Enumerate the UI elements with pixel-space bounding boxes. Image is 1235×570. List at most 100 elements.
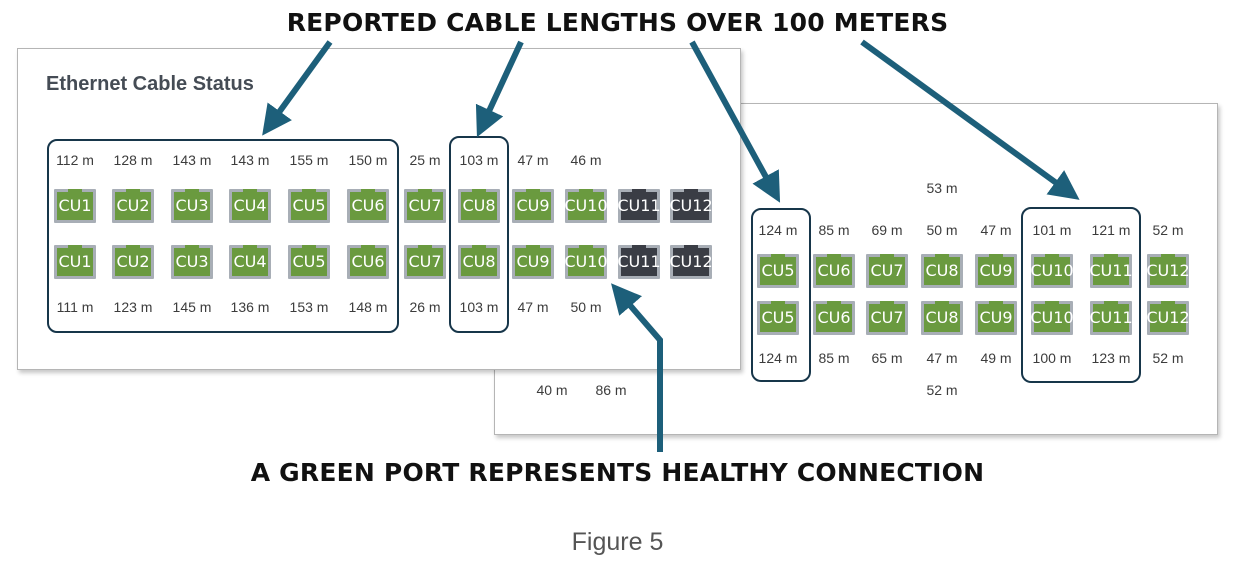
port-label: CU5 <box>292 252 326 271</box>
ethernet-port-cu12[interactable]: CU12 <box>669 245 713 279</box>
cable-length: 121 m <box>1091 222 1131 238</box>
ethernet-port-icon <box>1093 254 1129 285</box>
ethernet-port-cu3[interactable]: CU3 <box>171 245 213 279</box>
ethernet-port-cu10[interactable]: CU10 <box>1030 301 1074 335</box>
ethernet-port-icon <box>673 189 709 220</box>
ethernet-port-cu4[interactable]: CU4 <box>229 189 271 223</box>
port-label: CU12 <box>669 252 713 271</box>
cable-length: 145 m <box>172 299 212 315</box>
cable-length: 65 m <box>871 350 903 366</box>
ethernet-port-cu2[interactable]: CU2 <box>112 245 154 279</box>
cable-length: 53 m <box>926 180 958 196</box>
ethernet-port-cu7[interactable]: CU7 <box>404 245 446 279</box>
ethernet-port-cu6[interactable]: CU6 <box>813 254 855 288</box>
ethernet-port-icon <box>568 189 604 220</box>
ethernet-port-cu12[interactable]: CU12 <box>1146 301 1190 335</box>
port-label: CU6 <box>351 196 385 215</box>
ethernet-port-cu7[interactable]: CU7 <box>866 301 908 335</box>
cable-length: 85 m <box>818 222 850 238</box>
port-label: CU8 <box>925 308 959 327</box>
ethernet-port-cu9[interactable]: CU9 <box>975 254 1017 288</box>
ethernet-port-icon <box>115 189 151 220</box>
highlight-group-cu10-cu11 <box>1021 207 1141 383</box>
ethernet-port-icon <box>174 245 210 276</box>
cable-length: 148 m <box>348 299 388 315</box>
cable-length: 100 m <box>1032 350 1072 366</box>
ethernet-port-cu3[interactable]: CU3 <box>171 189 213 223</box>
port-label: CU5 <box>761 261 795 280</box>
ethernet-port-cu11[interactable]: CU11 <box>617 245 661 279</box>
ethernet-port-cu5[interactable]: CU5 <box>288 245 330 279</box>
ethernet-port-cu9[interactable]: CU9 <box>975 301 1017 335</box>
ethernet-port-cu9[interactable]: CU9 <box>512 189 554 223</box>
headline-top: REPORTED CABLE LENGTHS OVER 100 METERS <box>286 8 949 37</box>
cable-length: 143 m <box>172 152 212 168</box>
port-label: CU7 <box>870 261 904 280</box>
ethernet-port-cu7[interactable]: CU7 <box>866 254 908 288</box>
panel-title: Ethernet Cable Status <box>46 73 254 95</box>
ethernet-port-cu2[interactable]: CU2 <box>112 189 154 223</box>
ethernet-port-cu8[interactable]: CU8 <box>921 254 963 288</box>
ethernet-port-cu8[interactable]: CU8 <box>458 189 500 223</box>
ethernet-port-cu11[interactable]: CU11 <box>1089 254 1133 288</box>
port-label: CU12 <box>669 196 713 215</box>
port-label: CU1 <box>58 196 92 215</box>
port-label: CU9 <box>516 252 550 271</box>
port-label: CU6 <box>817 261 851 280</box>
port-label: CU8 <box>462 196 496 215</box>
port-label: CU6 <box>351 252 385 271</box>
cable-length: 124 m <box>758 350 798 366</box>
port-label: CU4 <box>233 196 267 215</box>
ethernet-port-cu5[interactable]: CU5 <box>757 301 799 335</box>
ethernet-port-icon <box>515 189 551 220</box>
ethernet-port-icon <box>291 189 327 220</box>
ethernet-port-icon <box>1034 301 1070 332</box>
port-label: CU7 <box>408 196 442 215</box>
port-label: CU2 <box>116 252 150 271</box>
ethernet-port-cu12[interactable]: CU12 <box>669 189 713 223</box>
ethernet-port-cu8[interactable]: CU8 <box>921 301 963 335</box>
ethernet-port-cu1[interactable]: CU1 <box>54 245 96 279</box>
ethernet-port-cu6[interactable]: CU6 <box>347 189 389 223</box>
port-label: CU12 <box>1146 261 1190 280</box>
ethernet-port-icon <box>461 245 497 276</box>
ethernet-port-cu7[interactable]: CU7 <box>404 189 446 223</box>
ethernet-port-icon <box>869 254 905 285</box>
port-label: CU12 <box>1146 308 1190 327</box>
cable-length: 49 m <box>980 350 1012 366</box>
port-label: CU7 <box>870 308 904 327</box>
ethernet-port-cu5[interactable]: CU5 <box>757 254 799 288</box>
cable-length: 69 m <box>871 222 903 238</box>
ethernet-port-cu10[interactable]: CU10 <box>564 245 608 279</box>
ethernet-port-cu9[interactable]: CU9 <box>512 245 554 279</box>
highlight-group-cu8 <box>449 136 509 333</box>
ethernet-port-icon <box>174 189 210 220</box>
ethernet-port-icon <box>350 189 386 220</box>
port-label: CU10 <box>1030 308 1074 327</box>
ethernet-port-icon <box>57 189 93 220</box>
port-label: CU7 <box>408 252 442 271</box>
ethernet-port-icon <box>350 245 386 276</box>
ethernet-port-icon <box>568 245 604 276</box>
cable-length: 50 m <box>570 299 602 315</box>
ethernet-port-icon <box>1150 301 1186 332</box>
cable-length: 52 m <box>926 382 958 398</box>
ethernet-port-icon <box>115 245 151 276</box>
ethernet-port-cu6[interactable]: CU6 <box>813 301 855 335</box>
ethernet-port-cu1[interactable]: CU1 <box>54 189 96 223</box>
ethernet-port-icon <box>621 245 657 276</box>
ethernet-port-cu10[interactable]: CU10 <box>564 189 608 223</box>
ethernet-port-cu5[interactable]: CU5 <box>288 189 330 223</box>
ethernet-port-cu6[interactable]: CU6 <box>347 245 389 279</box>
ethernet-port-cu8[interactable]: CU8 <box>458 245 500 279</box>
ethernet-port-icon <box>760 254 796 285</box>
ethernet-port-cu12[interactable]: CU12 <box>1146 254 1190 288</box>
cable-length: 47 m <box>926 350 958 366</box>
ethernet-port-icon <box>869 301 905 332</box>
ethernet-port-cu11[interactable]: CU11 <box>1089 301 1133 335</box>
cable-length: 111 m <box>56 299 94 315</box>
ethernet-port-cu11[interactable]: CU11 <box>617 189 661 223</box>
ethernet-port-cu10[interactable]: CU10 <box>1030 254 1074 288</box>
ethernet-port-cu4[interactable]: CU4 <box>229 245 271 279</box>
